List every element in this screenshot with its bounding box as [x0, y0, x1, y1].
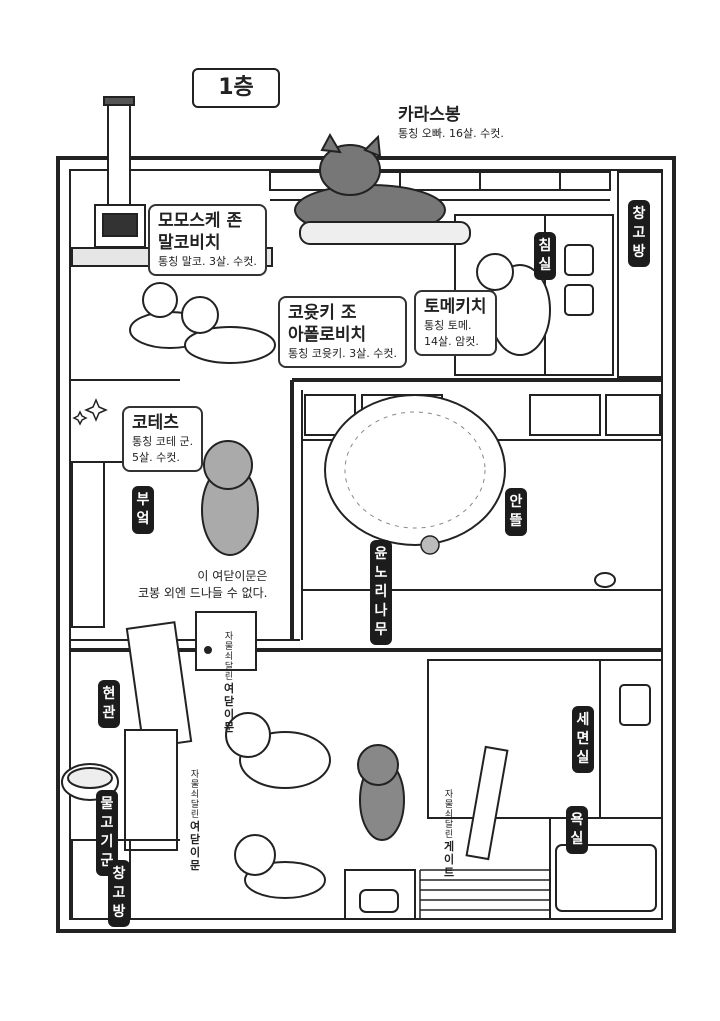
momosuke-desc: 통칭 말코. 3살. 수컷. — [158, 255, 257, 268]
stove-pipe — [107, 96, 131, 208]
door-note: 이 여닫이문은 코봉 외엔 드나들 수 없다. — [138, 568, 267, 602]
entrance-door-leaf — [125, 621, 193, 749]
top-window-5 — [559, 171, 611, 191]
cat-koyuki — [181, 296, 276, 364]
momosuke-name-1: 모모스케 존 — [158, 211, 243, 231]
courtyard-window-4 — [605, 394, 661, 436]
cat-karasu — [294, 132, 446, 236]
karasu-name: 카라스봉 — [398, 105, 461, 125]
kotetsu-desc-1: 통칭 코테 군. — [132, 435, 194, 448]
door-note-line1: 이 여닫이문은 — [197, 569, 268, 583]
koyuki-name-1: 코윳키 조 — [288, 303, 357, 323]
top-window-4 — [479, 171, 561, 191]
caption-koyuki: 코윳키 조 아폴로비치 통칭 코윳키. 3살. 수컷. — [278, 296, 407, 368]
bird — [594, 572, 616, 588]
locked-gate — [465, 745, 509, 861]
momosuke-name-2: 말코비치 — [158, 233, 221, 253]
door-note-line2: 코봉 외엔 드나들 수 없다. — [138, 586, 268, 600]
koyuki-name-2: 아폴로비치 — [288, 325, 367, 345]
caption-kotetsu: 코테츠 통칭 코테 군. 5살. 수컷. — [122, 406, 204, 472]
cat-gray — [357, 744, 405, 841]
caption-momosuke: 모모스케 존 말코비치 통칭 말코. 3살. 수컷. — [148, 204, 267, 276]
bathtub — [549, 817, 663, 920]
tomekichi-name: 토메키치 — [424, 297, 487, 317]
cushion — [299, 221, 471, 245]
cat-kotetsu — [201, 440, 259, 556]
caption-tomekichi: 토메키치 통칭 토메. 14살. 암컷. — [414, 290, 497, 356]
caption-karasu: 카라스봉 통칭 오빠. 16살. 수컷. — [398, 104, 504, 142]
kotetsu-name: 코테츠 — [132, 413, 179, 433]
toilet-room — [344, 869, 416, 920]
washroom — [427, 659, 663, 819]
floor-title: 1층 — [192, 68, 280, 108]
kitchen-counter — [71, 461, 105, 628]
top-window-3 — [399, 171, 481, 191]
kotetsu-desc-2: 5살. 수컷. — [132, 451, 180, 464]
tomekichi-desc-1: 통칭 토메. — [424, 319, 472, 332]
cat-white-1 — [225, 712, 331, 789]
tomekichi-desc-2: 14살. 암컷. — [424, 335, 479, 348]
entrance-frame — [124, 729, 178, 851]
storage-room-top — [617, 171, 663, 378]
stairs — [419, 869, 550, 919]
locked-door-top — [195, 611, 257, 671]
courtyard-window-3 — [529, 394, 601, 436]
sparkle-icon — [72, 398, 108, 426]
koyuki-desc: 통칭 코윳키. 3살. 수컷. — [288, 347, 397, 360]
karasu-desc: 통칭 오빠. 16살. 수컷. — [398, 127, 504, 140]
cat-white-2 — [234, 834, 326, 899]
serviceberry-tree — [324, 394, 506, 555]
